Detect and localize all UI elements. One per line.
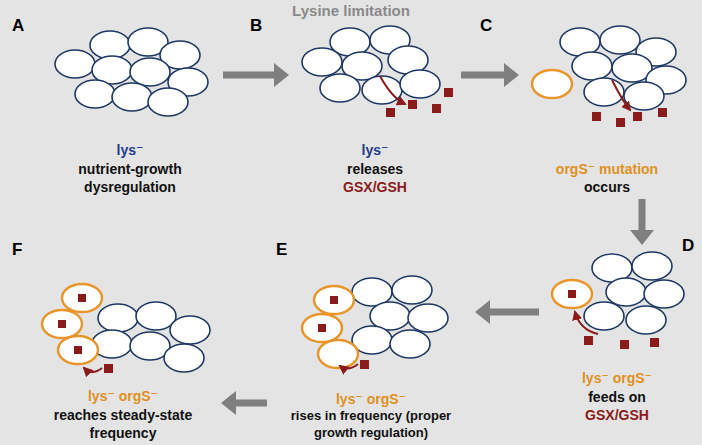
panel: lys⁻ orgS⁻feeds onGSX/GSH <box>542 248 692 424</box>
cell-cluster <box>302 26 453 117</box>
panel-text: GSX/GSH <box>585 406 649 424</box>
panel-letter: A <box>12 16 24 36</box>
flow-arrow <box>461 63 519 87</box>
panel-text: reaches steady-state frequency <box>28 406 218 442</box>
flow-arrow <box>475 300 539 324</box>
genotype-label: lys⁻ orgS⁻ <box>88 387 158 405</box>
cell-cluster <box>42 284 210 373</box>
panel-text: GSX/GSH <box>343 178 407 196</box>
flow-arrow <box>630 199 654 245</box>
genotype-label: lys⁻ <box>117 141 144 159</box>
panel-letter: F <box>12 240 22 260</box>
genotype-label: lys⁻ orgS⁻ <box>582 369 652 387</box>
panel: lys⁻releasesGSX/GSH <box>292 10 458 196</box>
flow-arrow <box>221 391 267 415</box>
panel: orgS⁻ mutationoccurs <box>522 10 692 196</box>
panel: lys⁻ orgS⁻reaches steady-state frequency <box>28 280 218 442</box>
panel-text: occurs <box>584 178 630 196</box>
cell-cluster <box>55 28 208 116</box>
panel-letter: D <box>682 236 694 256</box>
panel-letter: B <box>250 16 262 36</box>
diagram-title: Lysine limitation <box>0 2 702 19</box>
cell-cluster <box>552 252 684 349</box>
genotype-label: orgS⁻ mutation <box>556 160 658 178</box>
genotype-label: lys⁻ orgS⁻ <box>336 390 406 408</box>
panel: lys⁻ orgS⁻rises in frequency (proper gro… <box>270 268 472 442</box>
panel-text: releases <box>347 160 403 178</box>
cell-cluster <box>302 276 448 369</box>
panel-text: rises in frequency (proper growth regula… <box>270 408 472 442</box>
panel-letter: E <box>276 240 287 260</box>
flow-arrow <box>223 63 289 87</box>
panel-text: feeds on <box>588 388 646 406</box>
cell-cluster <box>532 26 686 127</box>
panel-text: nutrient-growth dysregulation <box>40 160 220 196</box>
panel-letter: C <box>480 16 492 36</box>
genotype-label: lys⁻ <box>362 141 389 159</box>
panel: lys⁻nutrient-growth dysregulation <box>40 10 220 196</box>
